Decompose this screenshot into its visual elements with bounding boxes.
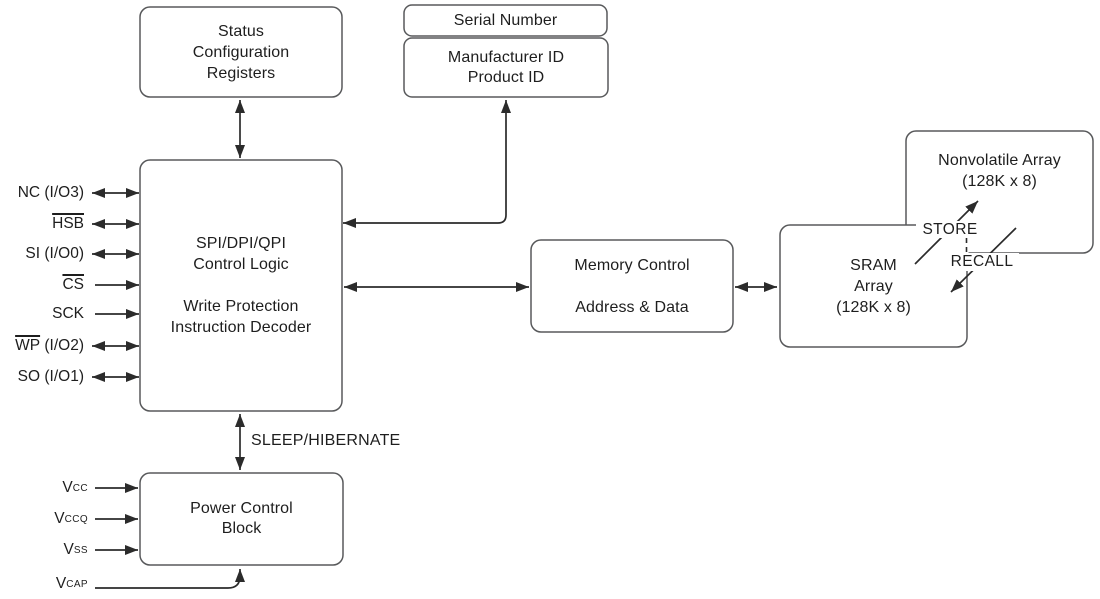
pin-overline: CS — [62, 276, 84, 293]
recall-label: RECALL — [945, 253, 1019, 271]
sram-array-box — [779, 224, 968, 348]
memory-control-box — [530, 239, 734, 333]
serial-number-label: Serial Number — [453, 12, 558, 29]
pin-base: V — [54, 510, 65, 527]
store-label: STORE — [916, 221, 984, 238]
power-control-label: Power Control Block — [190, 500, 293, 537]
pin-base: V — [63, 541, 74, 558]
sleep-hibernate-label: SLEEP/HIBERNATE — [251, 432, 401, 449]
serial-number-box — [403, 4, 608, 37]
pin-text: NC (I/O3) — [17, 184, 84, 201]
pin-nc-io3: NC (I/O3) — [0, 182, 84, 204]
spi-control-logic-box — [139, 159, 343, 412]
pin-subscript: CAP — [66, 578, 88, 590]
pin-overline: WP — [15, 337, 41, 354]
status-config-registers-box — [139, 6, 343, 98]
vcap-connector — [95, 569, 245, 589]
pin-hsb: HSB — [0, 213, 84, 235]
pin-text: SO (I/O1) — [17, 368, 84, 385]
pin-si-io0: SI (I/O0) — [0, 243, 84, 265]
spi-control-logic-label: SPI/DPI/QPI Control Logic Write Protecti… — [170, 235, 312, 336]
serial-spi-connector — [343, 100, 511, 228]
power-control-box — [139, 472, 344, 566]
pin-so-io1: SO (I/O1) — [0, 366, 84, 388]
pin-wp-io2: WP (I/O2) — [0, 335, 84, 357]
manufacturer-product-id-box — [403, 37, 609, 98]
pin-cs: CS — [0, 274, 84, 296]
pin-subscript: SS — [73, 544, 88, 556]
pin-subscript: CCQ — [64, 513, 88, 525]
manufacturer-product-id-label: Manufacturer ID Product ID — [447, 48, 565, 86]
pin-text: SI (I/O0) — [25, 245, 84, 262]
pin-sck: SCK — [0, 303, 84, 325]
pin-base: V — [55, 575, 67, 592]
pin-text: (I/O2) — [40, 337, 84, 354]
sram-array-label: SRAM Array (128K x 8) — [836, 256, 911, 316]
status-config-registers-label: Status Configuration Registers — [192, 22, 290, 82]
pin-subscript: CC — [72, 482, 88, 494]
pin-base: V — [62, 479, 73, 496]
nonvolatile-array-label: Nonvolatile Array (128K x 8) — [938, 152, 1061, 190]
pin-text: SCK — [52, 305, 84, 322]
pin-overline: HSB — [52, 215, 84, 232]
memory-control-label: Memory Control Address & Data — [574, 256, 690, 316]
